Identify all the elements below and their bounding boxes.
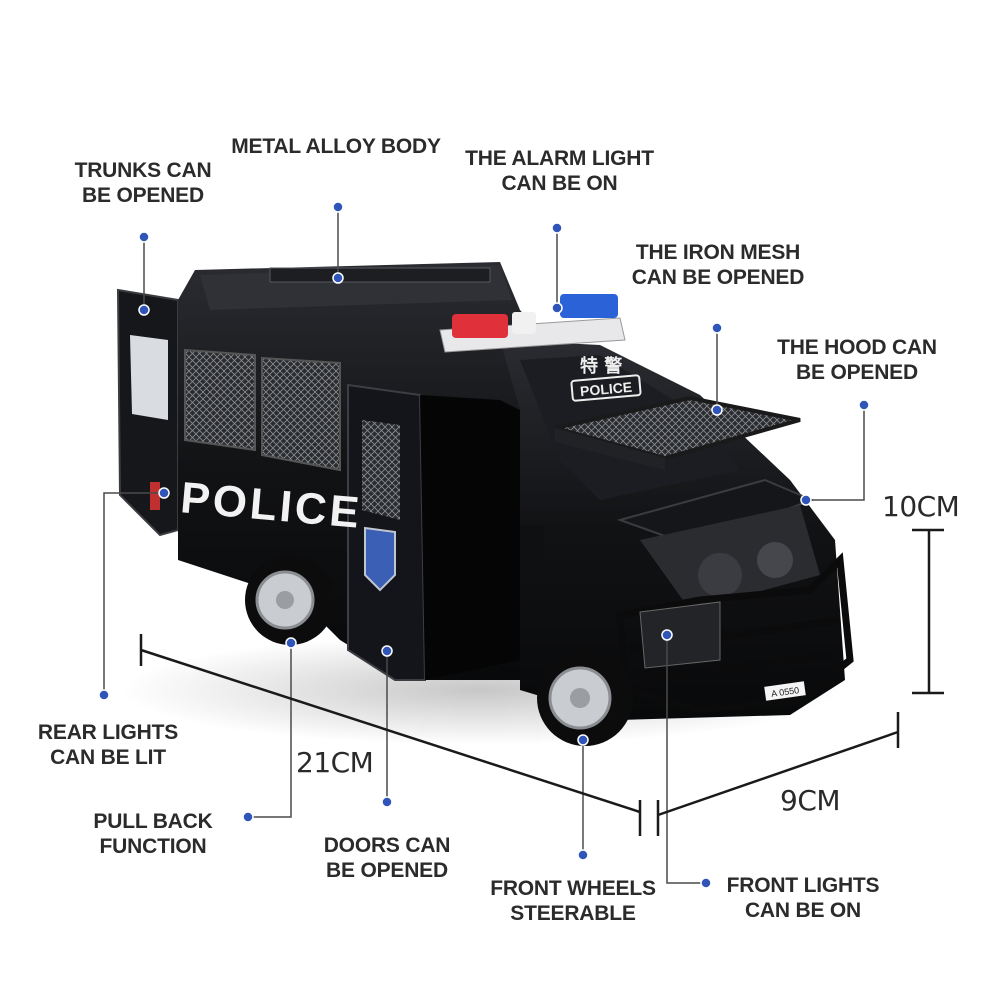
rear-trunk-door bbox=[116, 288, 179, 537]
alarm-light-bar bbox=[439, 294, 626, 353]
front-wheel bbox=[537, 650, 633, 746]
label-metal-body: METAL ALLOY BODY bbox=[231, 135, 441, 158]
front-headlight bbox=[639, 601, 721, 669]
height-dimension-label: 10CM bbox=[882, 490, 960, 523]
roof-sign: 特 警 POLICE bbox=[570, 355, 642, 402]
plate-text: A 0550 bbox=[771, 685, 800, 699]
leader-front-lights bbox=[666, 635, 706, 884]
license-plate bbox=[764, 681, 806, 701]
dim-line-length bbox=[140, 648, 641, 814]
leader-rear-lights bbox=[103, 492, 164, 695]
width-dimension-label: 9CM bbox=[780, 784, 841, 817]
rear-wheel bbox=[245, 555, 335, 645]
roof-police-text: POLICE bbox=[579, 379, 632, 399]
leader-pull-back bbox=[248, 643, 292, 818]
dim-line-width bbox=[657, 730, 899, 817]
roof-chinese-text: 特 警 bbox=[580, 355, 622, 377]
length-dimension-label: 21CM bbox=[296, 746, 374, 779]
leader-hood bbox=[806, 405, 865, 501]
callout-dots bbox=[98, 201, 870, 889]
side-mirror bbox=[520, 525, 544, 567]
rear-light bbox=[150, 482, 160, 510]
